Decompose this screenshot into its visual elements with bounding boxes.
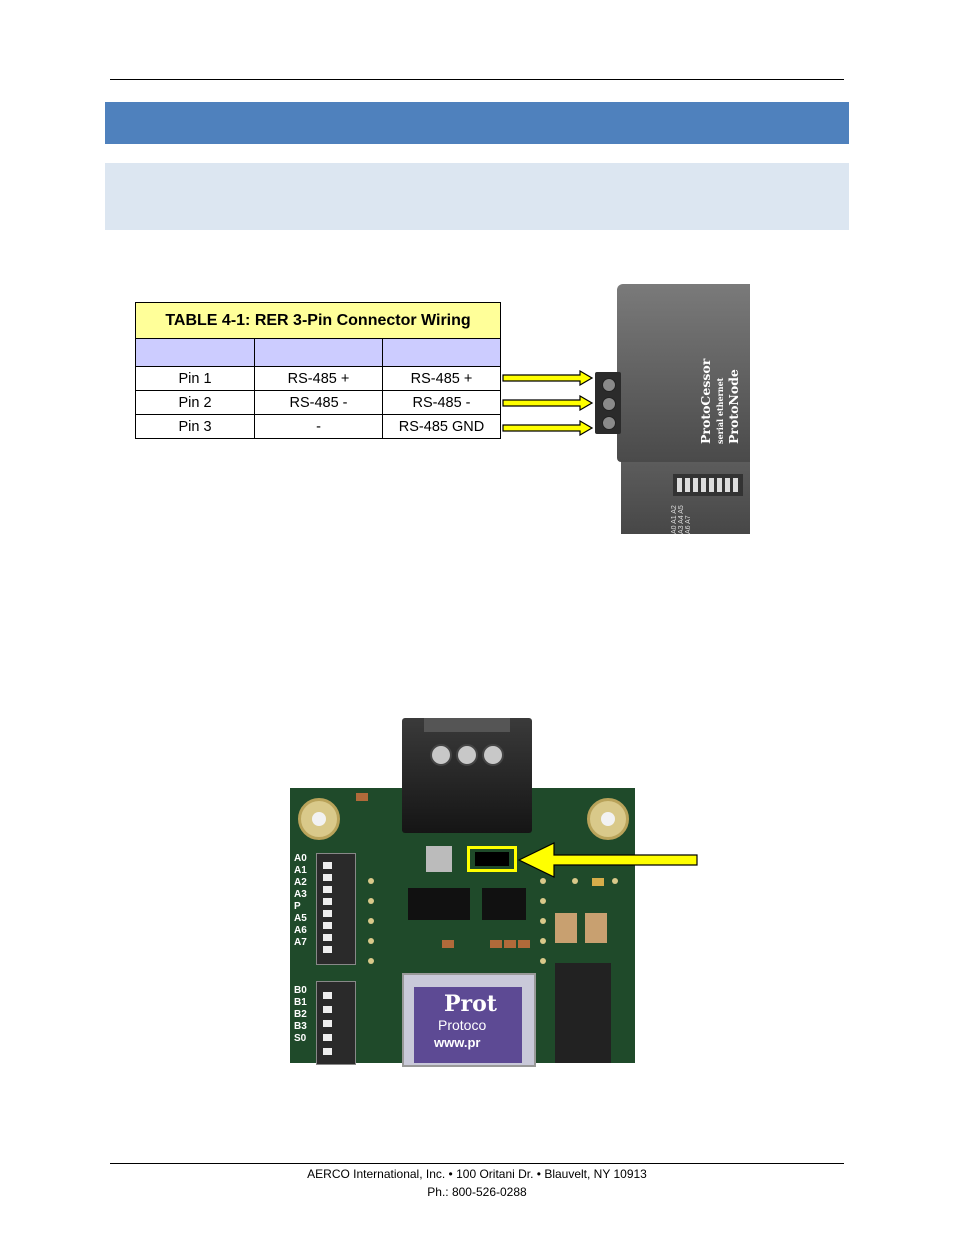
arrow-right-icon	[502, 370, 594, 386]
table-row: Pin 2 RS-485 - RS-485 -	[135, 390, 501, 415]
device-line2: serial ethernet	[715, 377, 725, 444]
dip-switch	[717, 478, 722, 492]
table-cell: Pin 1	[135, 366, 255, 391]
table-cell: RS-485 -	[382, 390, 501, 415]
screw-icon	[602, 416, 616, 430]
led	[518, 940, 530, 948]
table-cell: RS-485 GND	[382, 414, 501, 439]
subsection-heading-band	[105, 163, 849, 230]
termination-jumper	[475, 852, 509, 866]
screw-icon	[602, 378, 616, 392]
aerco-logo	[651, 292, 691, 447]
chip	[482, 888, 526, 920]
dip-switch-block	[673, 474, 743, 496]
board-label: B2	[294, 1009, 307, 1020]
led	[504, 940, 516, 948]
board-label: B3	[294, 1021, 307, 1032]
footer-address: AERCO International, Inc. • 100 Oritani …	[307, 1167, 647, 1181]
board-side-labels: A0 A1 A2 A3 P A5 A6 A7 B0 B1 B2 B3 S0	[294, 853, 312, 1045]
connector-wiring-table: TABLE 4-1: RER 3-Pin Connector Wiring Pi…	[135, 302, 501, 439]
board-label: A7	[294, 937, 307, 948]
table-cell: Pin 2	[135, 390, 255, 415]
table-header-cell	[135, 338, 255, 367]
table-cell: RS-485 +	[254, 366, 383, 391]
board-label: B0	[294, 985, 307, 996]
dip-switch	[725, 478, 730, 492]
board-label-spacer	[294, 949, 312, 985]
jumper-highlight-box	[467, 846, 517, 872]
table-row: Pin 1 RS-485 + RS-485 +	[135, 366, 501, 391]
arrow-right-icon	[502, 395, 594, 411]
module-label: Prot Protoco www.pr	[414, 987, 522, 1063]
led	[592, 878, 604, 886]
chip	[408, 888, 470, 920]
led	[356, 793, 368, 801]
dip-switch-labels: A0 A1 A2 A3 A4 A5 A6 A7	[671, 505, 692, 534]
mounting-hole	[298, 798, 340, 840]
board-label: S0	[294, 1033, 307, 1044]
device-line1: ProtoCessor	[698, 358, 713, 444]
board-label: A6	[294, 925, 307, 936]
table-header-cell	[254, 338, 383, 367]
board-label: P	[294, 901, 301, 912]
arrow-right-icon	[502, 420, 594, 436]
module-text: www.pr	[434, 1035, 481, 1050]
capacitor	[555, 913, 577, 943]
board-label: A3	[294, 889, 307, 900]
dip-switch-bank-b	[316, 981, 356, 1065]
dip-switch-bank-a	[316, 853, 356, 965]
device-enclosure	[617, 284, 750, 462]
table-cell: Pin 3	[135, 414, 255, 439]
circuit-board-image: A0 A1 A2 A3 P A5 A6 A7 B0 B1 B2 B3 S0	[290, 718, 635, 1067]
module-text: Protoco	[438, 1017, 487, 1033]
table-header-row	[135, 338, 501, 367]
device-brand-text: ProtoCessor serial ethernet ProtoNode	[698, 314, 749, 444]
capacitor	[585, 913, 607, 943]
screw-icon	[482, 744, 504, 766]
header-rule	[110, 79, 844, 80]
table-cell: RS-485 +	[382, 366, 501, 391]
three-pin-connector	[595, 372, 621, 434]
dip-switch	[701, 478, 706, 492]
arrow-left-icon	[517, 842, 698, 878]
dip-switch	[685, 478, 690, 492]
table-cell: -	[254, 414, 383, 439]
terminal-block-top	[424, 718, 510, 732]
table-cell: RS-485 -	[254, 390, 383, 415]
terminal-block	[402, 718, 532, 833]
protocessor-module: Prot Protoco www.pr	[402, 973, 536, 1067]
board-label: A1	[294, 865, 307, 876]
dip-switch	[677, 478, 682, 492]
board-label: B1	[294, 997, 307, 1008]
device-line3: ProtoNode	[726, 369, 741, 444]
table-title: TABLE 4-1: RER 3-Pin Connector Wiring	[135, 302, 501, 339]
voltage-regulator	[555, 963, 611, 1063]
led	[442, 940, 454, 948]
footer-rule	[110, 1163, 844, 1164]
board-label: A0	[294, 853, 307, 864]
section-heading-band	[105, 102, 849, 144]
board-label: A5	[294, 913, 307, 924]
dip-switch	[709, 478, 714, 492]
module-text: Prot	[444, 991, 497, 1017]
mounting-hole	[587, 798, 629, 840]
reset-button	[426, 846, 452, 872]
dip-switch	[693, 478, 698, 492]
led	[490, 940, 502, 948]
table-header-cell	[382, 338, 501, 367]
table-row: Pin 3 - RS-485 GND	[135, 414, 501, 439]
board-label: A2	[294, 877, 307, 888]
screw-icon	[456, 744, 478, 766]
screw-icon	[602, 397, 616, 411]
gateway-device-image: ProtoCessor serial ethernet ProtoNode A0…	[595, 284, 750, 534]
footer-phone: Ph.: 800-526-0288	[427, 1185, 527, 1199]
screw-icon	[430, 744, 452, 766]
dip-switch	[733, 478, 738, 492]
